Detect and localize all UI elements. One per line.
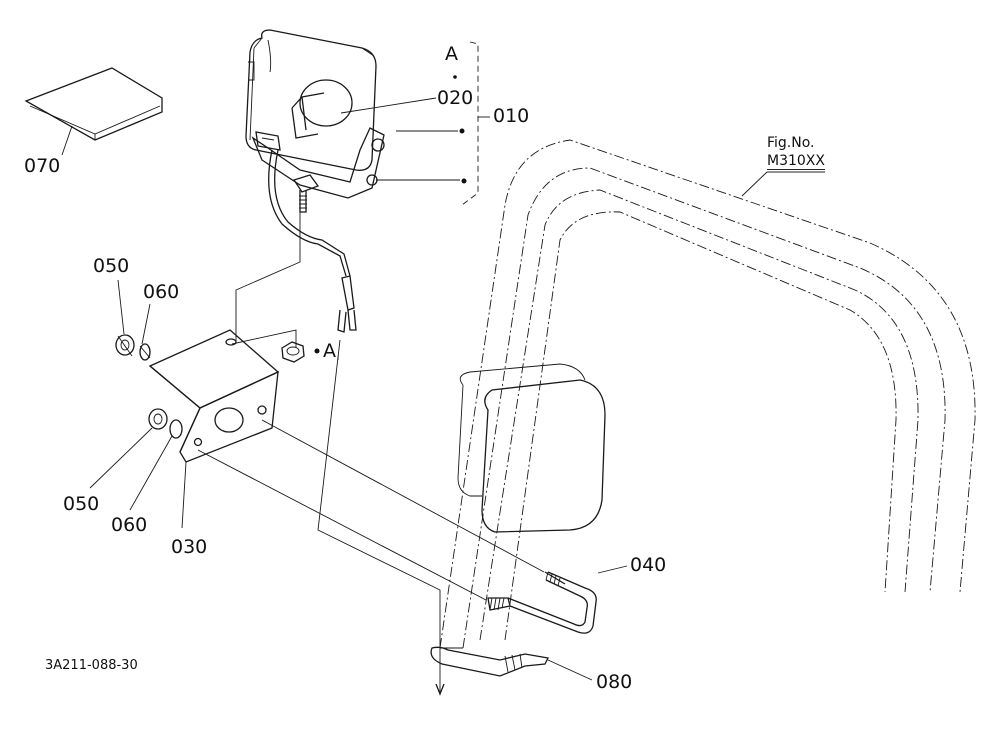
label-view-a-side: A bbox=[323, 340, 336, 362]
rops-pad bbox=[458, 364, 605, 532]
label-part-080: 080 bbox=[596, 671, 633, 693]
rops-frame bbox=[440, 140, 975, 648]
label-part-030: 030 bbox=[171, 536, 208, 558]
leader-020 bbox=[341, 98, 436, 113]
label-part-020: 020 bbox=[437, 87, 474, 109]
label-part-050-lower: 050 bbox=[63, 493, 100, 515]
label-fig-code: M310XX bbox=[767, 153, 825, 171]
label-part-010: 010 bbox=[493, 105, 530, 127]
label-drawing-code: 3A211-088-30 bbox=[45, 658, 138, 673]
part-050-nut-upper bbox=[116, 335, 134, 356]
part-060-washer-upper bbox=[140, 344, 150, 360]
label-part-060-lower: 060 bbox=[111, 514, 148, 536]
label-part-040: 040 bbox=[630, 554, 667, 576]
part-050-nut-lower bbox=[149, 409, 167, 429]
part-070-manual bbox=[26, 68, 162, 140]
part-060-washer-lower bbox=[170, 420, 182, 438]
label-part-050-upper: 050 bbox=[93, 255, 130, 277]
label-view-a-top: A bbox=[445, 43, 458, 65]
part-010-lamp bbox=[246, 30, 384, 332]
nut-on-bracket bbox=[282, 342, 304, 362]
label-part-060-upper: 060 bbox=[143, 281, 180, 303]
label-fig-no: Fig.No. bbox=[767, 135, 815, 151]
leader-070 bbox=[62, 126, 72, 155]
label-part-070: 070 bbox=[24, 155, 61, 177]
view-a-bracket bbox=[462, 42, 478, 205]
part-040-u-bolt bbox=[488, 572, 596, 633]
part-030-bracket bbox=[150, 330, 278, 462]
part-080-cable-tie bbox=[431, 647, 548, 676]
